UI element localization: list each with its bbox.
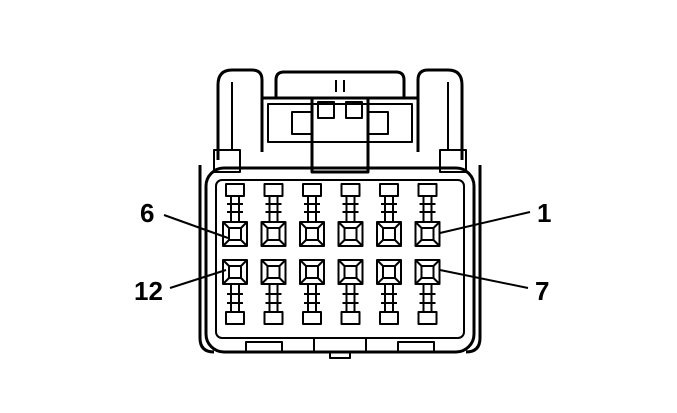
terminal-slot	[340, 311, 361, 325]
terminal-slot	[263, 183, 284, 197]
pin-bevel	[317, 239, 325, 247]
pin-bevel	[355, 221, 364, 229]
terminal-slot	[379, 183, 399, 197]
pin-cavity	[337, 259, 364, 285]
pin-bevel	[260, 259, 269, 267]
pin-bevel	[432, 239, 441, 247]
pin-cavity	[260, 259, 287, 285]
pin-cavity-inner	[382, 265, 396, 279]
pin-bevel	[394, 239, 402, 247]
terminal-slot	[302, 311, 322, 325]
pin-cavity	[337, 221, 364, 247]
pin-bevel	[432, 221, 441, 229]
pin-bevel	[432, 259, 441, 267]
pin-bevel	[355, 277, 364, 285]
pin-cavity	[222, 221, 248, 247]
callout-pin-6: 6	[140, 198, 154, 228]
pin-bevel	[240, 239, 248, 247]
pin-bevel	[278, 239, 287, 247]
pin-bevel	[376, 221, 384, 229]
pin-bevel	[240, 221, 248, 229]
pin-cavity-inner	[266, 265, 281, 279]
pin-bevel	[432, 277, 441, 285]
pin-bevel	[240, 277, 248, 285]
pin-bevel	[222, 239, 230, 247]
callout-pin-7: 7	[535, 276, 549, 306]
pin-cavity-inner	[420, 265, 435, 279]
pin-cavity	[414, 259, 441, 285]
pin-cavity-grid	[222, 183, 441, 325]
connector-bottom-key	[245, 338, 435, 359]
pin-bevel	[260, 221, 269, 229]
connector-body-outer	[204, 166, 476, 354]
leader-pin-12	[169, 269, 227, 289]
pin-bevel	[376, 277, 384, 285]
pin-bevel	[299, 277, 307, 285]
connector-body-inner	[215, 179, 465, 339]
callout-pin-12: 12	[134, 276, 163, 306]
leader-pin-1	[439, 211, 531, 234]
connector-side-clips	[198, 149, 482, 354]
pin-bevel	[376, 239, 384, 247]
pin-bevel	[355, 239, 364, 247]
leader-pin-6	[163, 214, 229, 239]
pin-cavity	[299, 259, 325, 285]
pin-bevel	[299, 239, 307, 247]
pin-bevel	[222, 259, 230, 267]
pin-bevel	[414, 277, 423, 285]
pin-cavity-inner	[343, 227, 358, 241]
pin-bevel	[317, 221, 325, 229]
pin-bevel	[376, 259, 384, 267]
pin-bevel	[260, 239, 269, 247]
pin-cavity	[299, 221, 325, 247]
pin-cavity-inner	[305, 265, 319, 279]
terminal-slot	[302, 183, 322, 197]
connector-latch	[216, 68, 464, 174]
pin-cavity-inner	[382, 227, 396, 241]
terminal-slot	[225, 311, 245, 325]
pin-bevel	[414, 259, 423, 267]
pin-bevel	[414, 221, 423, 229]
callout-leaders	[163, 211, 531, 289]
terminal-slot	[417, 311, 438, 325]
pin-cavity	[376, 259, 402, 285]
pin-bevel	[278, 259, 287, 267]
terminal-slot	[379, 311, 399, 325]
pin-bevel	[299, 221, 307, 229]
pin-bevel	[355, 259, 364, 267]
pin-bevel	[394, 259, 402, 267]
pin-cavity-inner	[305, 227, 319, 241]
pin-bevel	[414, 239, 423, 247]
terminal-slot	[417, 183, 438, 197]
pin-bevel	[299, 259, 307, 267]
pin-bevel	[222, 221, 230, 229]
pin-bevel	[240, 259, 248, 267]
pin-cavity-inner	[228, 265, 242, 279]
pin-bevel	[337, 239, 346, 247]
pin-bevel	[317, 277, 325, 285]
pin-bevel	[394, 277, 402, 285]
leader-pin-7	[439, 269, 529, 289]
pin-bevel	[278, 277, 287, 285]
pin-bevel	[222, 277, 230, 285]
pin-cavity-inner	[420, 227, 435, 241]
pin-bevel	[260, 277, 269, 285]
pin-bevel	[317, 259, 325, 267]
pin-bevel	[394, 221, 402, 229]
callout-pin-1: 1	[537, 198, 551, 228]
pin-cavity	[376, 221, 402, 247]
pin-bevel	[337, 277, 346, 285]
pin-bevel	[278, 221, 287, 229]
pin-cavity	[414, 221, 441, 247]
terminal-slot	[263, 311, 284, 325]
pin-cavity-inner	[228, 227, 242, 241]
pin-bevel	[337, 259, 346, 267]
pin-bevel	[337, 221, 346, 229]
pin-cavity-inner	[343, 265, 358, 279]
pin-cavity-inner	[266, 227, 281, 241]
terminal-slot	[340, 183, 361, 197]
terminal-slot	[225, 183, 245, 197]
pin-cavity	[260, 221, 287, 247]
